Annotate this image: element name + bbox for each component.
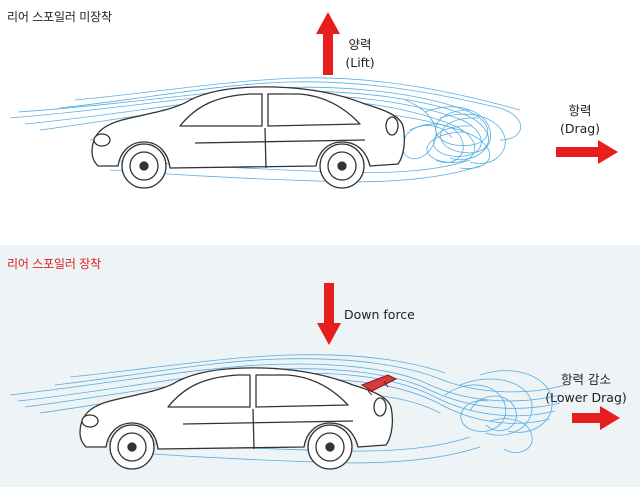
diagram-with-spoiler	[9, 283, 620, 470]
lift-label: 양력 (Lift)	[340, 36, 380, 72]
car-outline	[91, 86, 405, 169]
rear-spoiler	[360, 374, 398, 396]
title-without-spoiler: 리어 스포일러 미장착	[7, 10, 112, 24]
wheel-rear	[307, 424, 353, 470]
down-force-label: Down force	[344, 307, 415, 322]
wheel-front	[121, 143, 167, 189]
car-outline	[79, 367, 393, 450]
diagram-without-spoiler	[9, 12, 618, 189]
title-with-spoiler: 리어 스포일러 장착	[7, 257, 101, 271]
lower-drag-label-english: (Lower Drag)	[545, 390, 627, 405]
drag-label-korean: 항력	[568, 103, 592, 118]
lift-arrow	[316, 12, 340, 75]
wheel-front	[109, 424, 155, 470]
wheel-rear	[319, 143, 365, 189]
drag-arrow	[556, 140, 618, 164]
lower-drag-label-korean: 항력 감소	[561, 372, 611, 387]
panel-without-spoiler: 리어 스포일러 미장착 양력 (Lift) 항력 (Drag)	[7, 10, 618, 189]
drag-label-english: (Drag)	[559, 121, 601, 136]
panel-with-spoiler: 리어 스포일러 장착 Down force 항력 감소 (Lower Drag)	[0, 245, 640, 487]
lower-drag-arrow	[572, 406, 620, 430]
down-force-arrow	[317, 283, 341, 345]
lift-label-english: (Lift)	[345, 55, 375, 70]
drag-label: 항력 (Drag)	[548, 102, 612, 138]
lift-label-korean: 양력	[348, 37, 372, 52]
lower-drag-label: 항력 감소 (Lower Drag)	[536, 371, 636, 407]
